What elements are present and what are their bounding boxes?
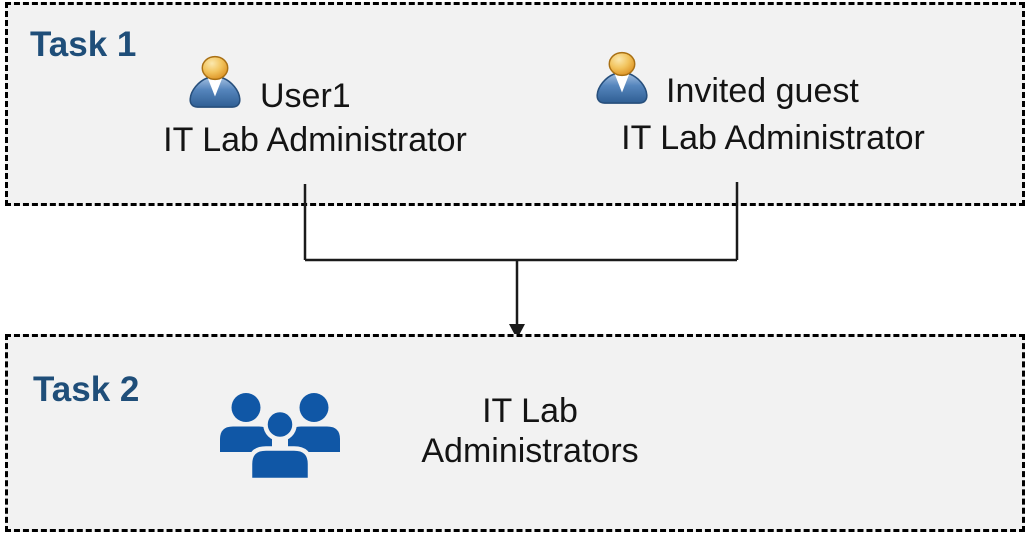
member2-role: IT Lab Administrator [621,119,925,157]
person-icon [596,51,648,104]
group-name-line2: Administrators [421,432,639,470]
member1-name: User1 [260,77,351,115]
task2-container [5,334,1025,532]
people-group-icon [220,393,340,481]
group-name-line1: IT Lab [482,392,578,430]
task2-label: Task 2 [33,370,140,409]
group-name: IT Lab Administrators [375,391,685,471]
task1-label: Task 1 [30,25,137,64]
task1-container [5,2,1025,206]
person-icon [189,55,241,108]
member2-name: Invited guest [666,72,859,110]
member1-role: IT Lab Administrator [163,121,467,159]
